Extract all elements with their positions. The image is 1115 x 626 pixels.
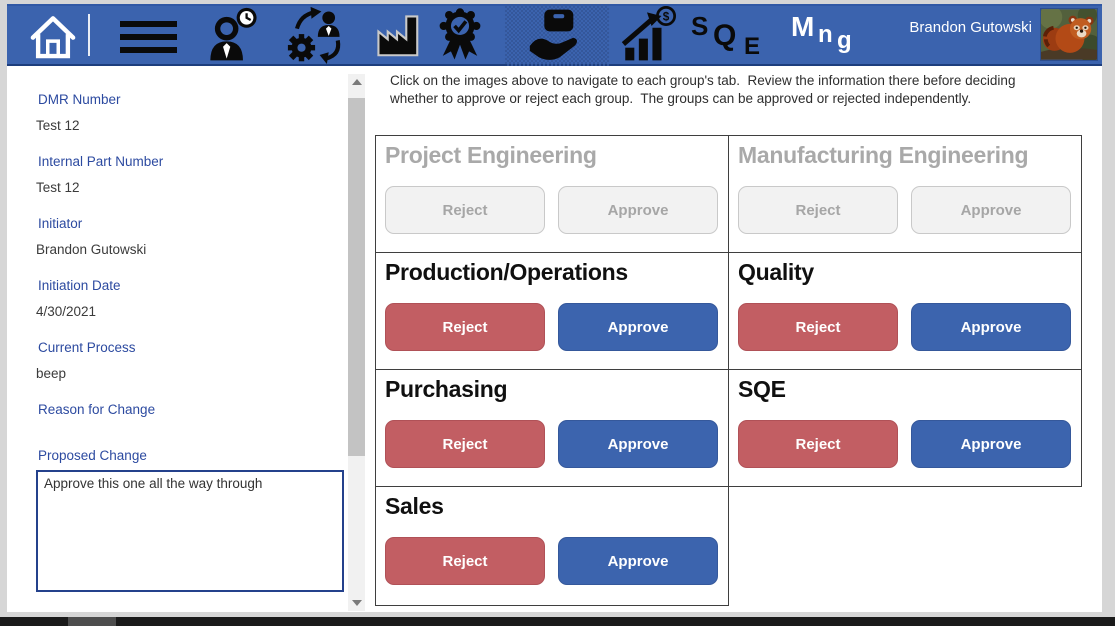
group-name: Production/Operations — [385, 259, 628, 285]
scroll-up-arrow-icon[interactable] — [352, 79, 362, 85]
field-label-dmr-number: DMR Number — [38, 92, 121, 107]
scroll-down-arrow-icon[interactable] — [352, 600, 362, 606]
field-value-internal-part-number: Test 12 — [36, 180, 80, 195]
sidebar-scrollbar[interactable] — [348, 74, 365, 611]
scrollbar-thumb[interactable] — [348, 98, 365, 456]
field-label-initiator: Initiator — [38, 216, 83, 231]
field-value-initiator: Brandon Gutowski — [36, 242, 147, 257]
header-divider — [88, 14, 90, 56]
management-tab-icon[interactable]: M n g — [791, 6, 881, 68]
field-label-internal-part-number: Internal Part Number — [38, 154, 164, 169]
approve-button-purchasing[interactable]: Approve — [558, 420, 718, 468]
reject-button-purchasing[interactable]: Reject — [385, 420, 545, 468]
group-cell-project-engineering: Project Engineering Reject Approve — [375, 135, 729, 253]
horizontal-scrollbar-thumb[interactable] — [68, 617, 116, 626]
sales-chart-icon[interactable]: $ — [612, 6, 682, 64]
svg-text:$: $ — [663, 11, 670, 24]
group-name: Manufacturing Engineering — [738, 142, 1029, 168]
mng-letter-n: n — [818, 21, 833, 48]
manufacturing-tab-icon[interactable] — [367, 6, 427, 64]
group-name: SQE — [738, 376, 786, 402]
user-name: Brandon Gutowski — [909, 19, 1032, 36]
approve-button-manufacturing-engineering: Approve — [911, 186, 1071, 234]
group-cell-manufacturing-engineering: Manufacturing Engineering Reject Approve — [728, 135, 1082, 253]
menu-icon[interactable] — [120, 21, 177, 53]
group-cell-production-operations: Production/Operations Reject Approve — [375, 252, 729, 370]
instructions-text: Click on the images above to navigate to… — [390, 73, 1020, 106]
approval-table: Project Engineering Reject Approve Manuf… — [375, 135, 1084, 606]
approve-button-production-operations[interactable]: Approve — [558, 303, 718, 351]
sqe-letter-s: S — [691, 11, 709, 41]
horizontal-scrollbar[interactable] — [0, 617, 1115, 626]
app-header: $ S Q E M n g Brandon Gutowski — [7, 4, 1103, 68]
reject-button-quality[interactable]: Reject — [738, 303, 898, 351]
group-cell-sales: Sales Reject Approve — [375, 486, 729, 606]
quality-award-icon[interactable] — [427, 6, 493, 64]
group-cell-sqe: SQE Reject Approve — [728, 369, 1082, 487]
material-handling-icon[interactable] — [519, 6, 595, 64]
home-icon[interactable] — [23, 6, 83, 64]
field-value-initiation-date: 4/30/2021 — [36, 304, 97, 319]
mng-letter-m: M — [791, 11, 815, 42]
field-label-initiation-date: Initiation Date — [38, 278, 121, 293]
approve-button-project-engineering: Approve — [558, 186, 718, 234]
reject-button-sqe[interactable]: Reject — [738, 420, 898, 468]
group-cell-purchasing: Purchasing Reject Approve — [375, 369, 729, 487]
sqe-letter-q: Q — [713, 19, 737, 52]
dmr-detail-panel: DMR Number Test 12 Internal Part Number … — [36, 66, 348, 592]
field-value-dmr-number: Test 12 — [36, 118, 80, 133]
field-label-proposed-change: Proposed Change — [38, 448, 147, 463]
reject-button-production-operations[interactable]: Reject — [385, 303, 545, 351]
initiator-tab-icon[interactable] — [200, 6, 266, 64]
group-name: Purchasing — [385, 376, 508, 402]
sqe-letter-e: E — [744, 33, 761, 60]
group-cell-quality: Quality Reject Approve — [728, 252, 1082, 370]
group-name: Quality — [738, 259, 814, 285]
user-avatar[interactable] — [1039, 5, 1103, 62]
proposed-change-textarea[interactable]: Approve this one all the way through — [36, 470, 344, 592]
group-name: Project Engineering — [385, 142, 597, 168]
approve-button-quality[interactable]: Approve — [911, 303, 1071, 351]
field-label-reason-for-change: Reason for Change — [38, 402, 156, 417]
content-area: DMR Number Test 12 Internal Part Number … — [7, 66, 1102, 612]
group-name: Sales — [385, 493, 444, 519]
reject-button-project-engineering: Reject — [385, 186, 545, 234]
reject-button-sales[interactable]: Reject — [385, 537, 545, 585]
field-value-current-process: beep — [36, 366, 67, 381]
approve-button-sales[interactable]: Approve — [558, 537, 718, 585]
empty-cell — [728, 486, 1082, 606]
process-tab-icon[interactable] — [279, 6, 353, 64]
reject-button-manufacturing-engineering: Reject — [738, 186, 898, 234]
sqe-tab-icon[interactable]: S Q E — [691, 6, 777, 68]
approve-button-sqe[interactable]: Approve — [911, 420, 1071, 468]
mng-letter-g: g — [837, 27, 852, 54]
field-label-current-process: Current Process — [38, 340, 136, 355]
